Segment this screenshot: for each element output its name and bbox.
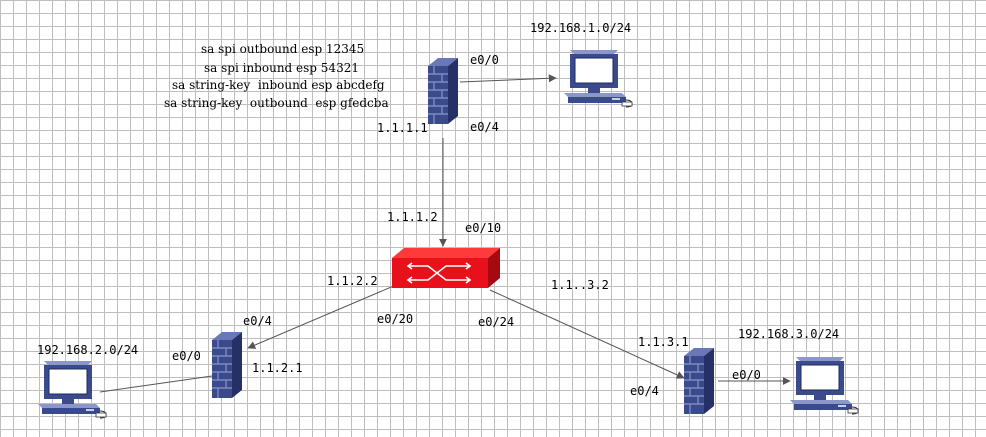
fw2-ip-label: 1.1.2.1 xyxy=(252,361,303,375)
fw3-e04-label: e0/4 xyxy=(630,384,659,398)
pc-1-icon[interactable] xyxy=(563,49,633,108)
switch-e010-label: e0/10 xyxy=(465,221,502,235)
firewall-1-icon[interactable] xyxy=(427,57,459,125)
config-line-4: sa string-key outbound esp gfedcba xyxy=(164,96,389,110)
pc-2-icon[interactable] xyxy=(37,360,107,419)
network-1-label: 192.168.1.0/24 xyxy=(530,21,632,35)
switch-ip-left-label: 1.1.2.2 xyxy=(327,274,378,288)
fw2-e04-label: e0/4 xyxy=(243,314,272,328)
config-line-3: sa string-key inbound esp abcdefg xyxy=(172,78,385,92)
fw1-e04-label: e0/4 xyxy=(470,120,499,134)
fw2-e00-label: e0/0 xyxy=(172,349,201,363)
network-3-label: 192.168.3.0/24 xyxy=(738,327,840,341)
switch-icon[interactable] xyxy=(391,247,501,289)
switch-e020-label: e0/20 xyxy=(377,312,414,326)
link-fw1-pc1 xyxy=(459,74,557,83)
link-fw2-pc2 xyxy=(99,375,213,393)
link-switch-fw3 xyxy=(489,289,685,379)
firewall-2-icon[interactable] xyxy=(211,331,243,399)
network-2-label: 192.168.2.0/24 xyxy=(37,343,139,357)
fw3-ip-label: 1.1.3.1 xyxy=(638,335,689,349)
fw3-e00-label: e0/0 xyxy=(732,368,761,382)
switch-ip-top-label: 1.1.1.2 xyxy=(387,210,438,224)
firewall-3-icon[interactable] xyxy=(683,347,715,415)
fw1-e00-label: e0/0 xyxy=(470,53,499,67)
link-switch-fw2 xyxy=(247,284,397,349)
fw1-ip-label: 1.1.1.1 xyxy=(377,121,428,135)
config-line-2: sa spi inbound esp 54321 xyxy=(204,61,359,75)
switch-ip-right-label: 1.1..3.2 xyxy=(551,278,609,292)
pc-3-icon[interactable] xyxy=(789,356,859,415)
config-line-1: sa spi outbound esp 12345 xyxy=(201,42,365,56)
switch-e024-label: e0/24 xyxy=(478,315,515,329)
